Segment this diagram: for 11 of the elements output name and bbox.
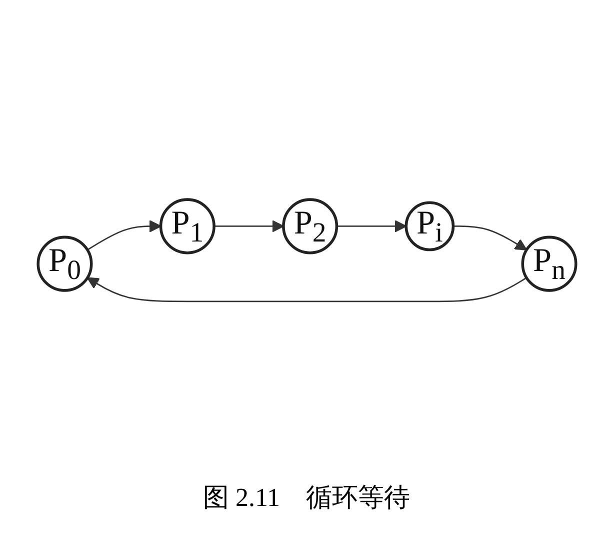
arrow xyxy=(452,226,527,250)
arrow xyxy=(86,220,161,250)
node-circle: P$_{i}$ xyxy=(404,201,454,252)
figure-caption: 图 2.11 循环等待 xyxy=(202,482,410,514)
node-circle: P$_{0}$ xyxy=(36,236,92,292)
arrow xyxy=(86,277,526,302)
arrow xyxy=(336,220,406,232)
node-circle: P$_{1}$ xyxy=(158,198,215,254)
node-circle: P$_{n}$ xyxy=(520,236,577,292)
arrow xyxy=(214,220,284,232)
node-circle: P$_{2}$ xyxy=(282,198,338,254)
